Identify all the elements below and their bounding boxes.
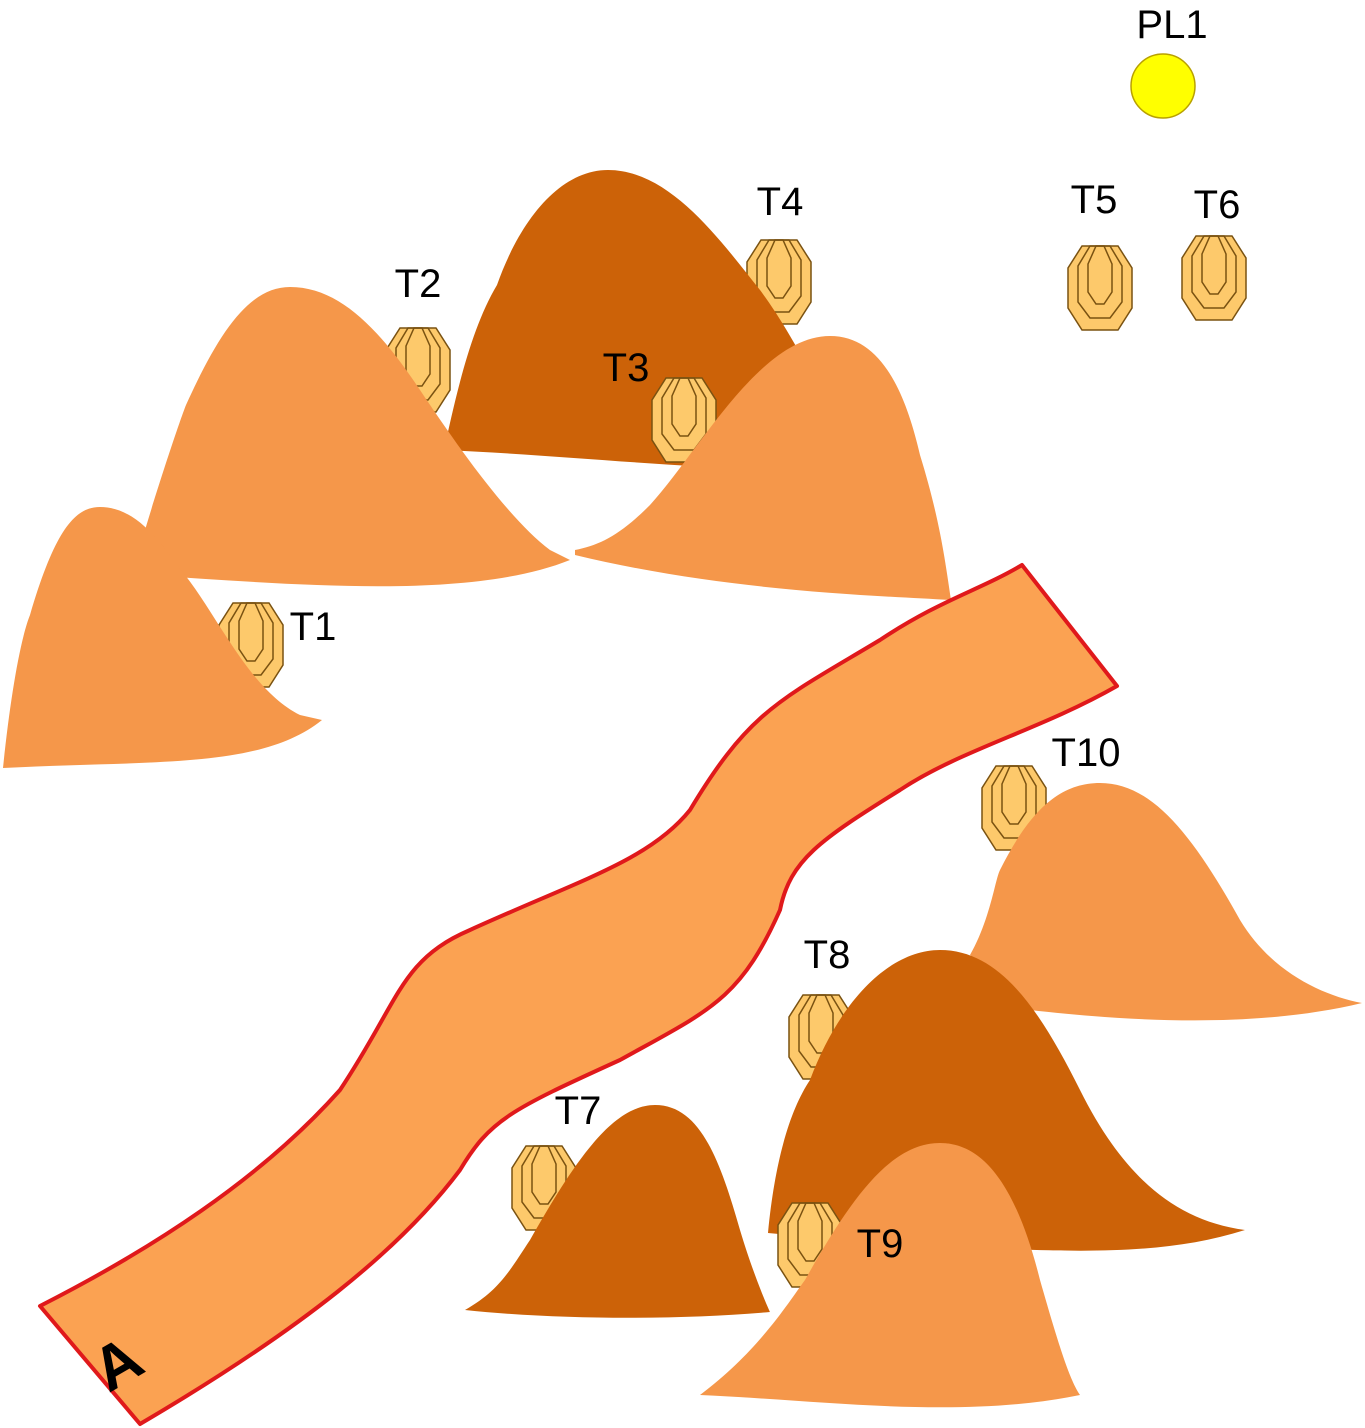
target-label-t3: T3 (603, 346, 650, 390)
winding-path (38, 563, 1119, 1426)
light-hill-top-left (145, 287, 570, 587)
target-label-t5: T5 (1071, 178, 1118, 222)
target-t6 (1181, 235, 1247, 321)
target-label-t9: T9 (857, 1222, 904, 1266)
light-hill-left (3, 507, 322, 768)
target-label-t10: T10 (1052, 731, 1121, 775)
target-label-t7: T7 (555, 1089, 602, 1133)
target-label-t8: T8 (804, 933, 851, 977)
target-t5 (1067, 245, 1133, 331)
dark-hill-bottom (465, 1105, 770, 1318)
target-label-t2: T2 (395, 262, 442, 306)
light-hill-top-right (575, 336, 951, 600)
pl1-marker (1130, 53, 1196, 119)
target-label-t4: T4 (757, 180, 804, 224)
target-label-t6: T6 (1194, 183, 1241, 227)
light-hill-right (970, 783, 1362, 1021)
marker-label-pl1: PL1 (1136, 3, 1207, 47)
light-hill-bottom (700, 1143, 1080, 1408)
target-label-t1: T1 (290, 605, 337, 649)
